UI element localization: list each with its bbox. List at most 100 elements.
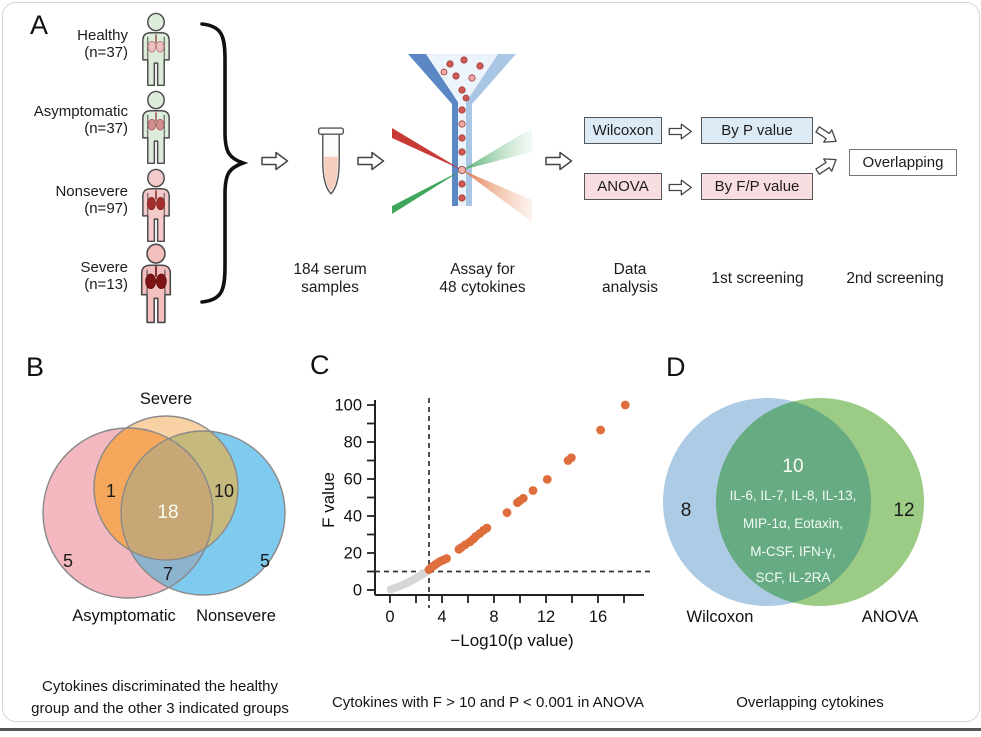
arrow-downright-icon	[815, 126, 837, 143]
y-axis-label: F value	[319, 472, 338, 528]
by-fp-value-label: By F/P value	[714, 178, 800, 195]
venn3-diagram: Severe 1 18 10 5 7 5 Asymptomatic Nonsev…	[42, 390, 286, 625]
step-label-screening1: 1st screening	[711, 270, 804, 287]
y-tick-label: 100	[334, 397, 362, 415]
arrow-right-icon	[545, 151, 573, 171]
venn2-diagram: 8 12 10 IL-6, IL-7, IL-8, IL-13, MIP-1α,…	[663, 398, 924, 626]
y-tick-label: 60	[344, 471, 362, 489]
step-label-line: Data	[613, 261, 647, 278]
overlap-cytokines-line: MIP-1α, Eotaxin,	[743, 516, 843, 531]
wilcoxon-box: Wilcoxon	[584, 117, 662, 144]
y-tick-label: 0	[353, 582, 362, 600]
caption-line: group and the other 3 indicated groups	[31, 699, 289, 717]
overlap-cytokines-line: IL-6, IL-7, IL-8, IL-13,	[730, 488, 857, 503]
scatter-point	[620, 400, 630, 410]
by-p-value-box: By P value	[701, 117, 813, 144]
x-tick-label: 12	[537, 608, 555, 626]
venn-region-overlap	[716, 398, 871, 606]
venn-label-anova: ANOVA	[862, 608, 919, 626]
overlapping-box: Overlapping	[849, 149, 957, 176]
arrow-right-icon	[668, 123, 692, 140]
scatter-point	[596, 425, 605, 435]
y-tick-label: 20	[344, 545, 362, 563]
x-tick-label: 4	[437, 608, 446, 626]
assay-flowcell-icon	[392, 54, 532, 222]
x-tick-label: 0	[385, 608, 394, 626]
panel-c-caption: Cytokines with F > 10 and P < 0.001 in A…	[331, 694, 645, 711]
scatter-canvas: F value −Log10(p value) 0 4 8 12 16 0 20 40 60 80…	[319, 397, 650, 650]
panel-c-letter: C	[310, 350, 330, 380]
figure-card-border	[2, 2, 980, 722]
venn-label-wilcoxon: Wilcoxon	[687, 608, 754, 626]
x-axis-label: −Log10(p value)	[450, 631, 573, 650]
scatter-point	[502, 508, 512, 518]
step-label-samples: 184 serum samples	[275, 261, 385, 297]
venn-count-severe-asym: 1	[106, 481, 116, 501]
caption-line: Cytokines discriminated the healthy	[42, 678, 278, 695]
group-label-asymptomatic: Asymptomatic (n=37)	[18, 103, 128, 138]
panel-d-caption: Overlapping cytokines	[736, 694, 884, 711]
panel-b-caption: Cytokines discriminated the healthy grou…	[10, 676, 310, 720]
scatter-point	[442, 554, 451, 563]
person-icon-healthy	[142, 12, 170, 87]
group-name: Healthy	[77, 27, 128, 44]
group-label-healthy: Healthy (n=37)	[18, 27, 128, 62]
by-fp-value-box: By F/P value	[701, 173, 813, 200]
venn-count-anova-only: 12	[893, 500, 914, 521]
anova-box-label: ANOVA	[597, 178, 649, 195]
group-n: (n=37)	[84, 119, 128, 137]
arrow-right-icon	[261, 151, 289, 171]
y-tick-label: 40	[344, 508, 362, 526]
step-label-analysis: Data analysis	[585, 261, 675, 297]
group-name: Asymptomatic	[33, 103, 128, 120]
serum-tube-icon	[317, 127, 345, 195]
step-label-line: 48 cytokines	[439, 278, 526, 296]
venn-label-asymptomatic: Asymptomatic	[72, 607, 176, 625]
bottom-rule	[0, 728, 981, 731]
group-n: (n=97)	[84, 199, 128, 217]
group-n: (n=37)	[84, 43, 128, 61]
venn-count-all-three: 18	[157, 502, 178, 523]
step-label-line: Assay for	[450, 261, 515, 278]
y-tick-label: 80	[344, 434, 362, 452]
overlap-cytokines-line: M-CSF, IFN-γ,	[750, 544, 836, 559]
venn-count-asym-only: 5	[63, 551, 73, 571]
panel-a-letter: A	[30, 10, 49, 40]
person-icon-nonsevere	[142, 168, 170, 243]
scatter-point	[518, 493, 528, 503]
panel-b-letter: B	[26, 352, 45, 382]
scatter-point	[482, 523, 492, 533]
overlapping-box-label: Overlapping	[862, 154, 944, 171]
venn-count-wilcoxon-only: 8	[681, 500, 692, 521]
anova-box: ANOVA	[584, 173, 662, 200]
panel-d-letter: D	[666, 352, 686, 382]
step-label-line: analysis	[602, 278, 658, 296]
group-n: (n=13)	[84, 275, 128, 293]
arrow-upright-icon	[815, 158, 837, 175]
arrow-right-icon	[668, 179, 692, 196]
group-name: Nonsevere	[55, 183, 128, 200]
overlap-cytokines-line: SCF, IL-2RA	[755, 570, 830, 585]
venn-count-overlap: 10	[782, 456, 803, 477]
scatter-point	[542, 474, 552, 484]
arrow-right-icon	[357, 151, 385, 171]
step-label-line: 184 serum	[293, 261, 367, 278]
person-icon-severe	[140, 243, 172, 324]
by-p-value-label: By P value	[721, 122, 793, 139]
x-tick-label: 8	[489, 608, 498, 626]
group-name: Severe	[80, 259, 128, 276]
step-label-line: samples	[301, 278, 359, 296]
person-icon-asymptomatic	[142, 90, 170, 165]
step-label-assay: Assay for 48 cytokines	[420, 261, 545, 297]
x-tick-label: 16	[589, 608, 607, 626]
venn-label-nonsevere: Nonsevere	[196, 607, 276, 625]
step-label-screening2: 2nd screening	[846, 270, 944, 287]
venn-count-nonsevere-only: 5	[260, 551, 270, 571]
scatter-point	[566, 453, 576, 463]
venn-title-severe: Severe	[140, 390, 192, 408]
brace-icon	[200, 22, 249, 304]
venn-count-severe-nonsevere: 10	[214, 481, 234, 501]
group-label-severe: Severe (n=13)	[18, 259, 128, 294]
wilcoxon-box-label: Wilcoxon	[592, 122, 654, 139]
